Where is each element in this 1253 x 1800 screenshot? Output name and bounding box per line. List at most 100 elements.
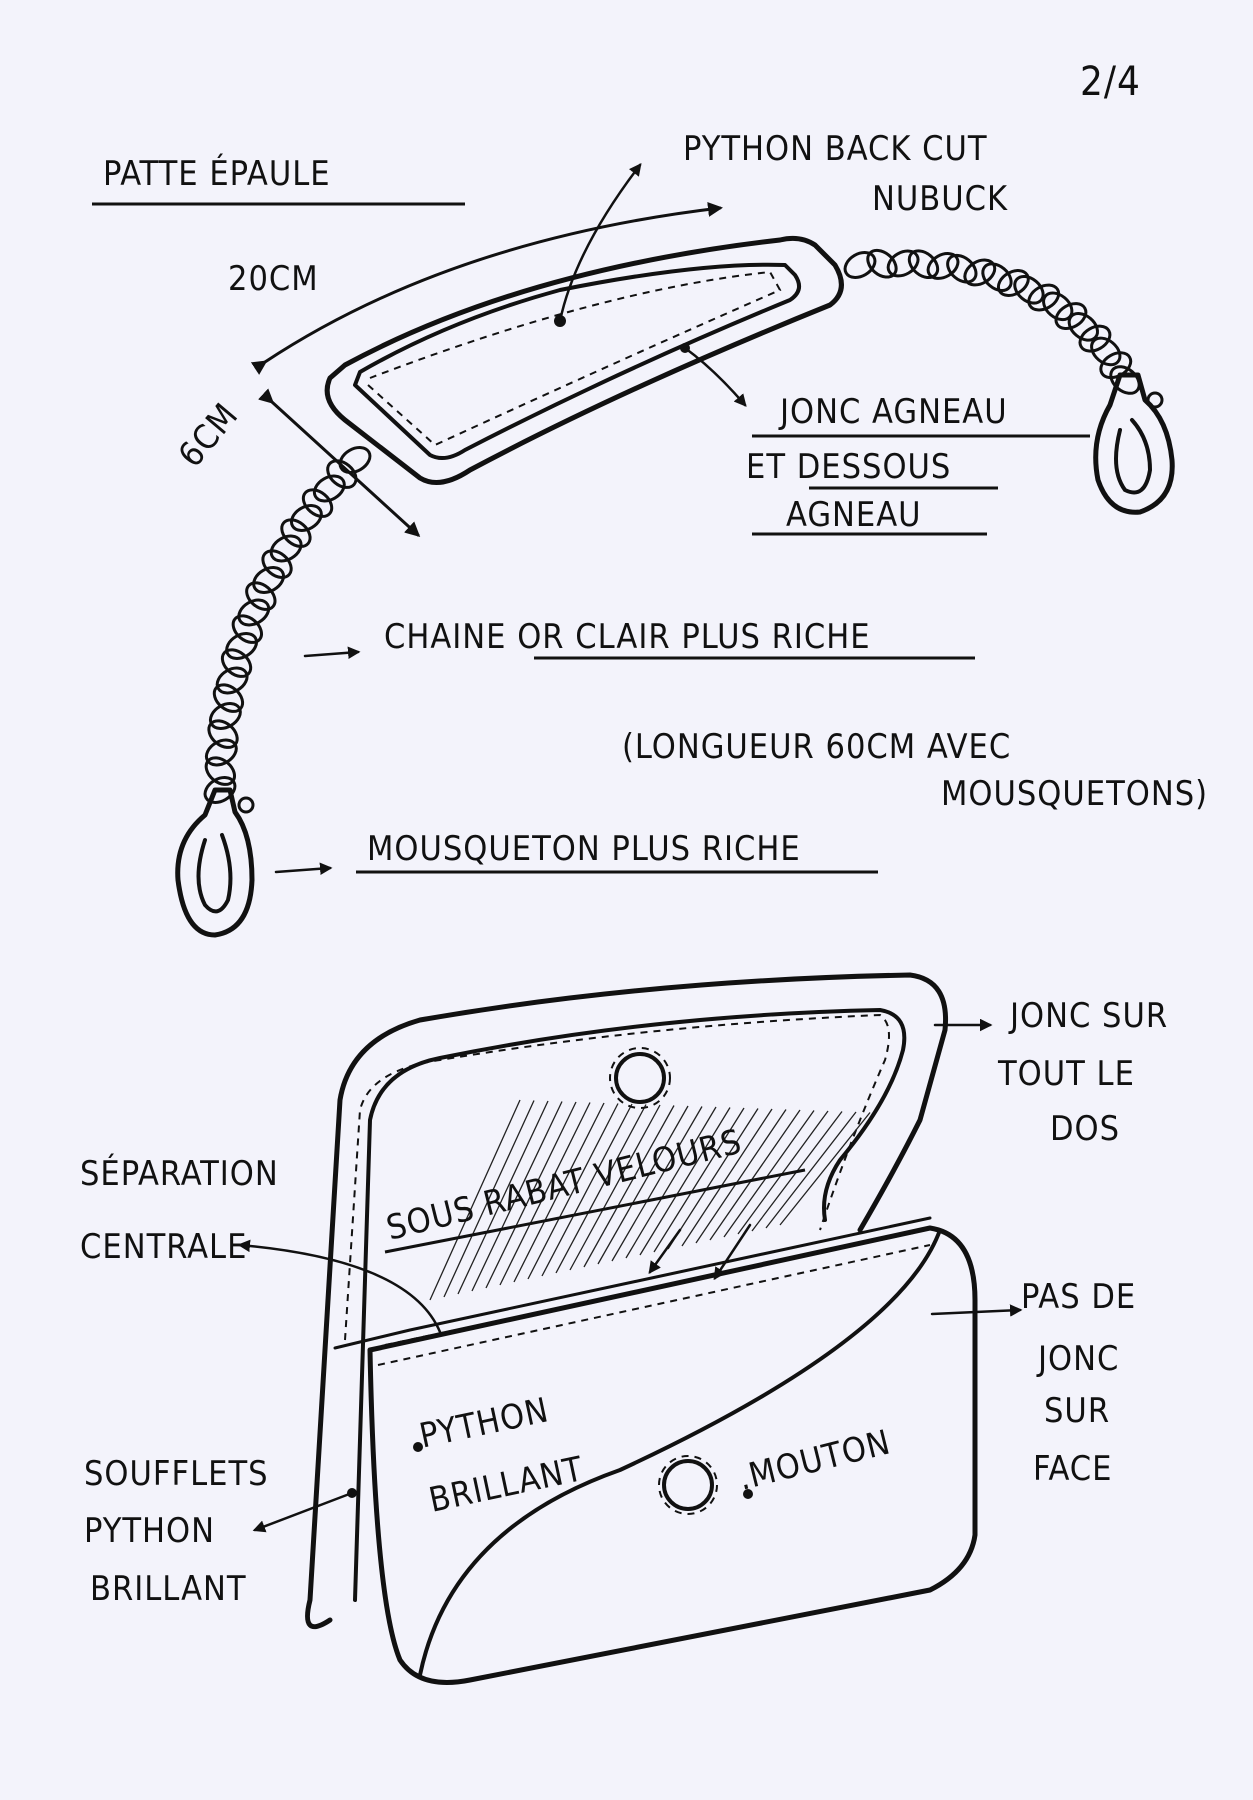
hatch-line	[569, 1104, 661, 1271]
chain-link	[996, 269, 1030, 297]
chain-link	[261, 549, 293, 579]
bag-drawing	[305, 972, 978, 1685]
chain-link	[280, 518, 312, 548]
hatch-line	[527, 1103, 619, 1280]
chain-link	[907, 249, 940, 280]
shoulder-pad-drawing	[324, 235, 844, 485]
strap-material-line1: PYTHON BACK CUT	[683, 129, 988, 169]
hatch-line	[611, 1106, 703, 1262]
page-number: 2/4	[1080, 59, 1141, 105]
hatch-line	[443, 1100, 535, 1298]
piping-arrow	[683, 346, 747, 407]
piping-line1: JONC AGNEAU	[778, 392, 1008, 432]
back-piping-line2: TOUT LE	[997, 1054, 1135, 1094]
strap-material-arrow	[558, 163, 642, 323]
chain-link	[269, 534, 303, 563]
chain-link	[252, 566, 286, 594]
separation-arrow	[237, 1239, 442, 1334]
gusset-line3: BRILLANT	[90, 1569, 247, 1609]
hatch-line	[779, 1112, 871, 1226]
hatch-line	[709, 1109, 801, 1241]
chain-link	[203, 776, 237, 804]
hatch-line	[597, 1105, 689, 1265]
front-left-material-line2: BRILLANT	[426, 1449, 587, 1521]
piping-line3: AGNEAU	[786, 495, 922, 535]
underline	[384, 1168, 806, 1254]
chain-label: CHAINE OR CLAIR PLUS RICHE	[384, 617, 871, 657]
gusset-line2: PYTHON	[84, 1511, 215, 1551]
front-piping-line4: FACE	[1033, 1449, 1113, 1489]
width-dimension-arrow	[258, 388, 421, 538]
chain-link	[231, 614, 263, 644]
under-flap-arrow	[713, 1223, 752, 1281]
hatch-line	[457, 1100, 549, 1295]
hatch-line	[513, 1102, 605, 1283]
hatch-line	[555, 1104, 647, 1274]
chain-link	[1013, 274, 1045, 305]
chain-link	[245, 581, 277, 611]
under-flap-label: SOUS RABAT VELOURS	[383, 1122, 747, 1249]
strap-material-line2: NUBUCK	[872, 179, 1008, 219]
hatch-line	[583, 1105, 675, 1268]
chain-link	[326, 459, 358, 489]
chain-link	[237, 598, 271, 627]
gusset-line1: SOUFFLETS	[84, 1454, 269, 1494]
chain-link	[963, 258, 997, 287]
front-piping-line2: JONC	[1036, 1339, 1119, 1379]
hatch-line	[541, 1103, 633, 1277]
clasp-label: MOUSQUETON PLUS RICHE	[367, 829, 801, 869]
front-left-material-line1: .PYTHON	[406, 1390, 553, 1459]
chain-link	[1067, 312, 1099, 342]
back-piping-line1: JONC SUR	[1008, 996, 1168, 1036]
hatch-line	[737, 1110, 829, 1235]
hatch-line	[625, 1106, 717, 1259]
hatch-line	[723, 1110, 815, 1238]
chain-link	[946, 253, 978, 284]
hatch-line	[695, 1109, 787, 1244]
under-flap-arrow	[648, 1228, 682, 1275]
chain-link	[215, 666, 249, 695]
separation-line2: CENTRALE	[80, 1227, 247, 1267]
strap-title: PATTE ÉPAULE	[103, 153, 331, 194]
back-piping-line3: DOS	[1050, 1109, 1120, 1149]
chain-link	[338, 446, 372, 474]
hatch-line	[499, 1102, 591, 1286]
chain-link	[1078, 324, 1112, 353]
chain-arrow	[303, 646, 361, 659]
front-piping-line1: PAS DE	[1021, 1277, 1136, 1317]
chain-link	[225, 632, 259, 660]
hatch-line	[667, 1108, 759, 1250]
width-label: 6CM	[171, 395, 247, 475]
chain-link	[208, 702, 242, 730]
front-right-material: .MOUTON	[735, 1422, 895, 1498]
chain-link	[981, 262, 1013, 293]
chain-link	[301, 488, 334, 518]
chain-length-line2: MOUSQUETONS)	[941, 774, 1208, 814]
chain-link	[926, 252, 960, 280]
front-piping-line3: SUR	[1044, 1391, 1110, 1431]
length-dimension-arrow	[250, 201, 723, 375]
hatch-line	[681, 1108, 773, 1247]
front-piping-arrow	[930, 1304, 1023, 1317]
chain-link	[220, 648, 253, 678]
chain-link	[886, 249, 920, 278]
chain-drawing	[203, 248, 1141, 804]
gusset-arrow	[252, 1491, 354, 1533]
chain-link	[843, 251, 877, 279]
clasp-arrow	[274, 862, 333, 875]
length-label: 20CM	[228, 259, 319, 299]
hatch-line	[765, 1111, 857, 1229]
hatch-line	[485, 1101, 577, 1289]
chain-link	[289, 504, 323, 532]
hatch-line	[639, 1107, 731, 1256]
clasp-right-icon	[1093, 372, 1175, 515]
separation-line1: SÉPARATION	[80, 1153, 279, 1194]
chain-link	[312, 474, 346, 503]
chain-link	[1054, 302, 1088, 331]
chain-length-line1: (LONGUEUR 60CM AVEC	[622, 727, 1011, 767]
hatch-line	[471, 1101, 563, 1292]
clasp-left-icon	[175, 787, 255, 938]
hatch-line	[429, 1099, 521, 1301]
